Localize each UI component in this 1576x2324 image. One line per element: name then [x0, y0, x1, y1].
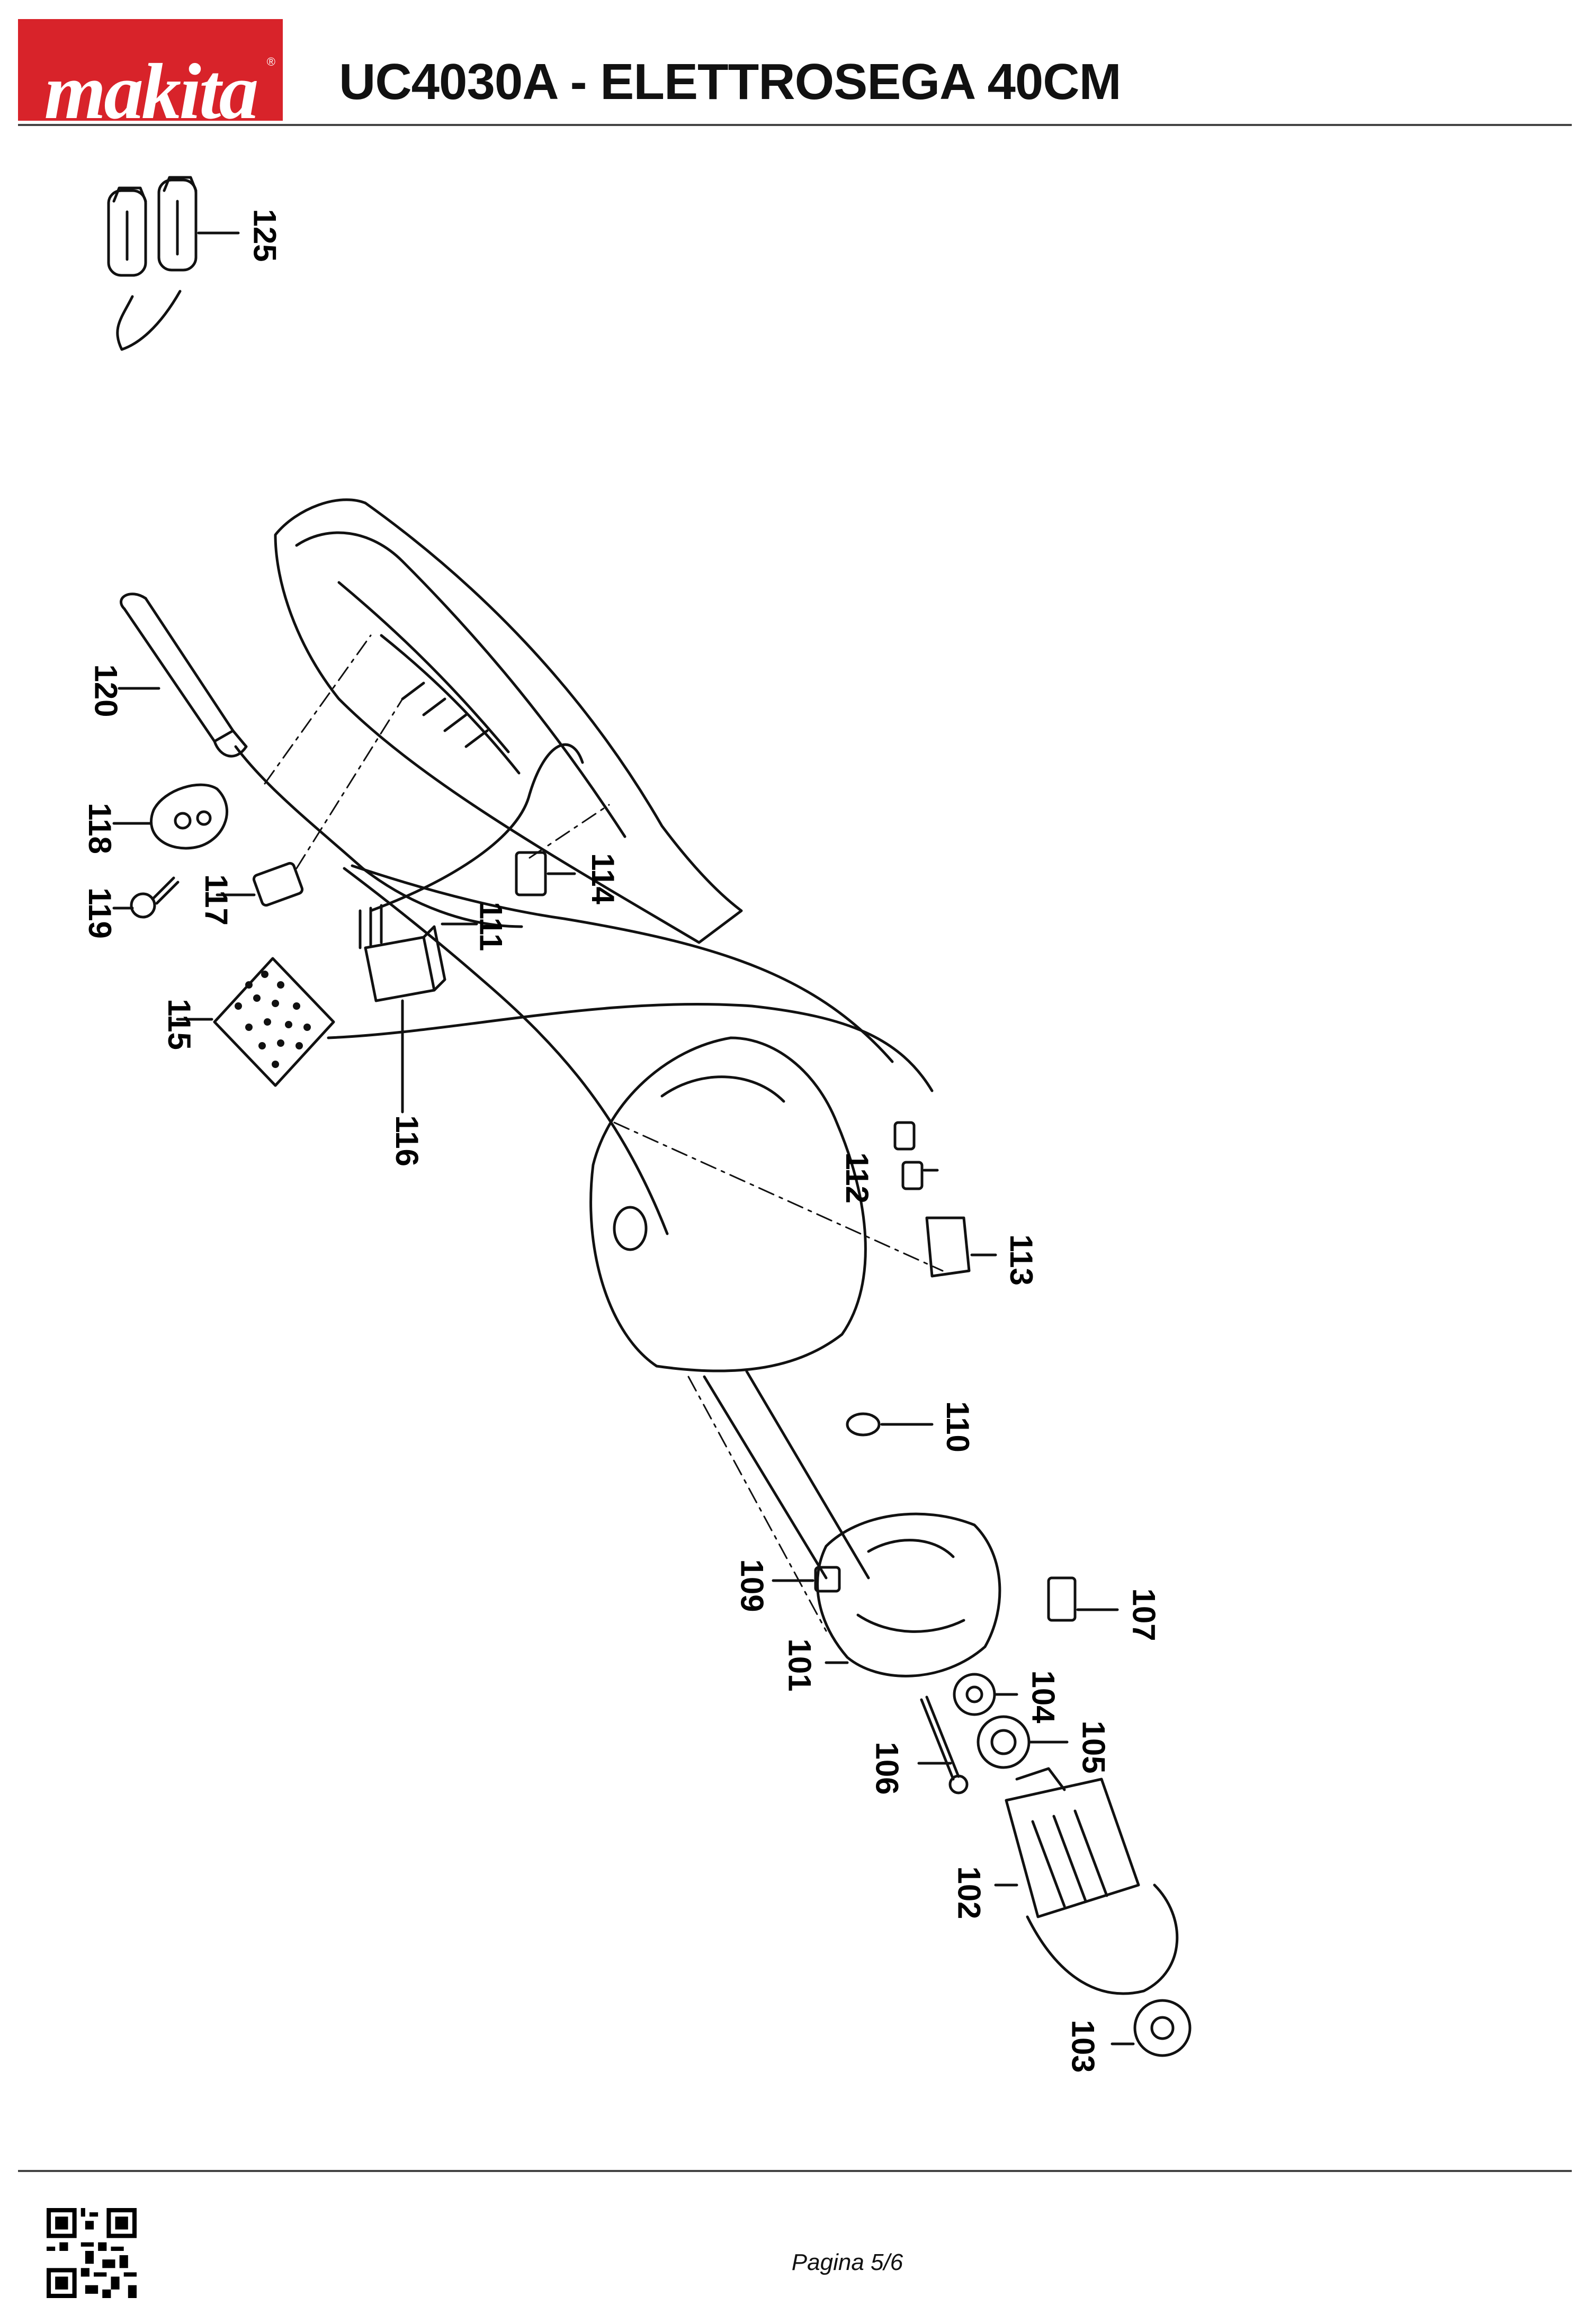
- part-118-cord-clamp: [112, 783, 228, 850]
- callout-118: 118: [82, 803, 118, 854]
- part-102-armature: [994, 1767, 1179, 1995]
- callout-112: 112: [839, 1152, 875, 1204]
- part-107-brush-holder: [1047, 1576, 1119, 1622]
- part-114-connector: [515, 851, 576, 896]
- qr-code: [47, 2208, 137, 2298]
- part-115-grille: [176, 957, 335, 1087]
- callout-105: 105: [1076, 1720, 1112, 1774]
- part-112-terminals: [893, 1121, 939, 1190]
- part-113-switch: [925, 1216, 997, 1278]
- assembly-guide-lines: [264, 634, 944, 1632]
- part-119-screw: [112, 876, 180, 919]
- callout-116: 116: [389, 1115, 425, 1167]
- callout-103: 103: [1065, 2020, 1101, 2073]
- callout-114: 114: [585, 853, 621, 904]
- part-117-connector: [216, 862, 304, 907]
- logo-wordmark: makita: [44, 48, 258, 121]
- page-title: UC4030A - ELETTROSEGA 40CM: [339, 53, 1122, 110]
- part-111-wiring: [327, 743, 934, 1235]
- header-divider: [18, 124, 1572, 126]
- part-101-stator: [816, 1512, 1001, 1677]
- callout-113: 113: [1003, 1234, 1039, 1286]
- callout-125: 125: [247, 209, 283, 262]
- callout-107: 107: [1126, 1588, 1162, 1641]
- part-106-screw: [917, 1695, 969, 1794]
- callout-111: 111: [473, 901, 509, 952]
- rear-handle-housing: [274, 498, 743, 944]
- part-105-baffle: [977, 1715, 1069, 1769]
- callout-102: 102: [951, 1866, 987, 1919]
- part-104-bearing: [953, 1673, 1018, 1716]
- callout-101: 101: [782, 1638, 818, 1692]
- callout-115: 115: [161, 999, 197, 1050]
- part-120-power-cord: [118, 593, 523, 928]
- part-125-cable-clip: [107, 176, 240, 351]
- callout-106: 106: [869, 1742, 905, 1795]
- callout-120: 120: [88, 664, 124, 717]
- callout-110: 110: [939, 1401, 975, 1452]
- part-103-bearing: [1111, 1999, 1192, 2057]
- motor-housing-body: [589, 1036, 870, 1580]
- part-110-spring: [846, 1412, 934, 1437]
- footer-divider: [18, 2170, 1572, 2172]
- callout-119: 119: [82, 887, 118, 939]
- part-109-terminal: [772, 1566, 841, 1593]
- makita-logo: makita ®: [18, 19, 283, 121]
- part-115-grille-holes: [235, 971, 311, 1068]
- callout-117: 117: [198, 874, 234, 926]
- callout-109: 109: [734, 1559, 770, 1612]
- part-116-switch: [359, 904, 446, 1114]
- page-number: Pagina 5/6: [791, 2249, 903, 2275]
- callout-104: 104: [1025, 1670, 1061, 1724]
- registered-mark: ®: [266, 55, 275, 68]
